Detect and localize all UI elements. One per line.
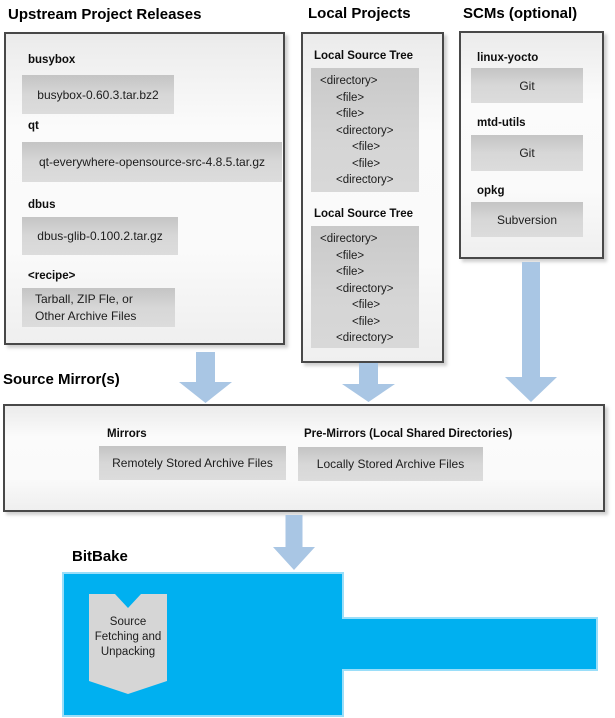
upstream-entry-label: <recipe> xyxy=(28,270,76,282)
bitbake-title: BitBake xyxy=(72,548,128,565)
local-source-tree-label: Local Source Tree xyxy=(314,50,414,62)
source-mirrors-title: Source Mirror(s) xyxy=(3,371,120,388)
scm-entry-label: linux-yocto xyxy=(477,52,539,64)
pre-mirrors-label: Pre-Mirrors (Local Shared Directories) xyxy=(304,428,513,440)
mirrors-box: Remotely Stored Archive Files xyxy=(99,446,286,480)
scm-entry-label: mtd-utils xyxy=(477,117,526,129)
mirrors-label: Mirrors xyxy=(107,428,147,440)
local-projects-title: Local Projects xyxy=(308,5,411,22)
bitbake-plug-shape xyxy=(62,572,598,717)
upstream-artifact-box: qt-everywhere-opensource-src-4.8.5.tar.g… xyxy=(22,142,282,182)
upstream-artifact-box: dbus-glib-0.100.2.tar.gz xyxy=(22,217,178,255)
local-source-tree-label: Local Source Tree xyxy=(314,208,414,220)
upstream-entry-label: dbus xyxy=(28,199,56,211)
upstream-title: Upstream Project Releases xyxy=(8,6,202,23)
scms-title: SCMs (optional) xyxy=(463,5,578,22)
local-source-tree-listing: <directory> <file> <file> <directory> <f… xyxy=(311,226,419,348)
source-fetching-unpacking-ribbon: Source Fetching and Unpacking xyxy=(89,594,167,694)
scm-tool-box: Subversion xyxy=(471,202,583,237)
pre-mirrors-box: Locally Stored Archive Files xyxy=(298,447,483,481)
upstream-entry-label: busybox xyxy=(28,54,76,66)
upstream-artifact-box: busybox-0.60.3.tar.bz2 xyxy=(22,75,174,114)
upstream-artifact-box: Tarball, ZIP Fle, or Other Archive Files xyxy=(22,288,175,327)
scm-tool-box: Git xyxy=(471,135,583,171)
upstream-entry-label: qt xyxy=(28,120,39,132)
scm-tool-box: Git xyxy=(471,68,583,103)
scm-entry-label: opkg xyxy=(477,185,505,197)
local-source-tree-listing: <directory> <file> <file> <directory> <f… xyxy=(311,68,419,192)
